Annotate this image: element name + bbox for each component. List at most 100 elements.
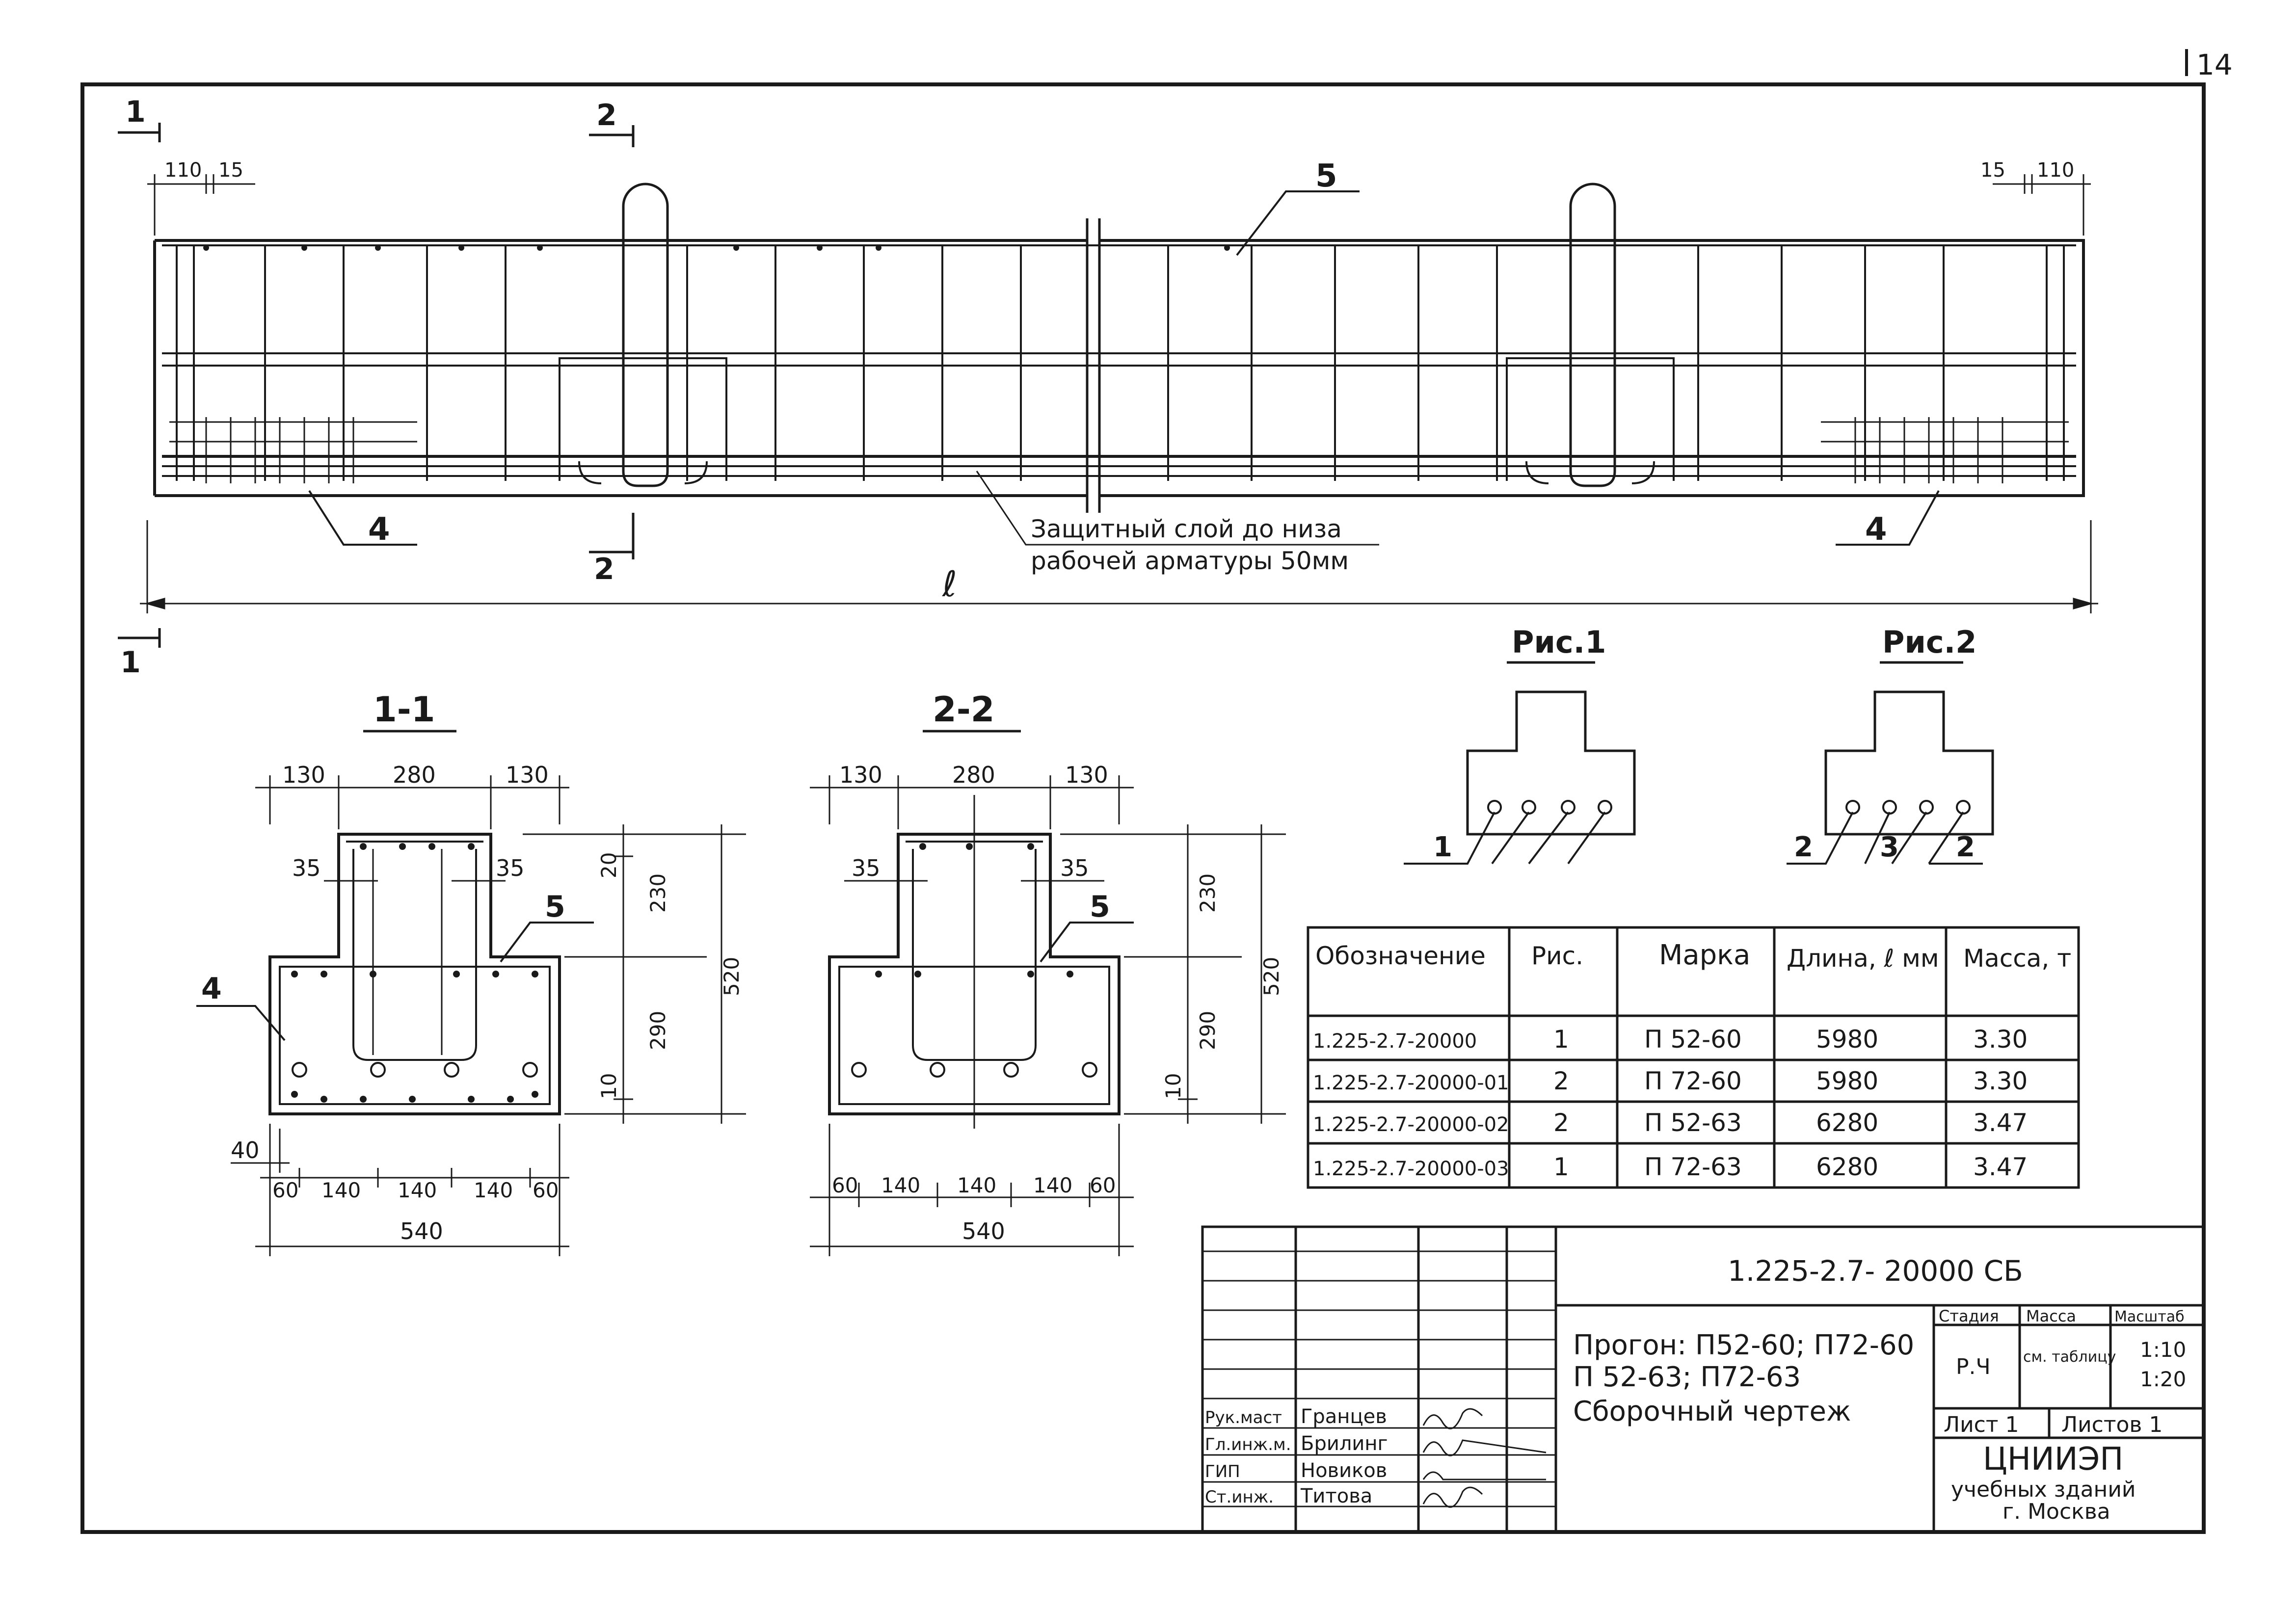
section-mark-1-bottom: 1 (120, 645, 141, 680)
scale-header: Масштаб (2114, 1308, 2185, 1325)
document-code: 1.225-2.7- 20000 СБ (1728, 1254, 2023, 1288)
signer-role: Ст.инж. (1205, 1487, 1274, 1507)
section-mark-2-bottom: 2 (594, 552, 614, 586)
elevation-callout-4-left: 4 (368, 511, 390, 548)
cell-length: 6280 (1816, 1153, 1878, 1181)
section-2-2: 2-2 130 280 130 35 35 230 290 10 (810, 689, 1286, 1256)
s2-total-width: 540 (962, 1218, 1005, 1244)
scale-value-2: 1:20 (2140, 1367, 2186, 1391)
cell-figure: 2 (1553, 1067, 1569, 1095)
s1-dim-40: 40 (231, 1137, 260, 1163)
header-designation: Обозначение (1315, 942, 1486, 970)
length-label: ℓ (941, 563, 957, 605)
cell-mark: П 52-60 (1644, 1025, 1742, 1054)
cover-note-line2: рабочей арматуры 50мм (1031, 547, 1349, 575)
mass-header: Масса (2026, 1307, 2076, 1325)
cell-figure: 1 (1553, 1153, 1569, 1181)
cell-mass: 3.47 (1973, 1153, 2028, 1181)
cell-mass: 3.47 (1973, 1109, 2028, 1137)
fig2-callout-3: 3 (1880, 831, 1899, 863)
stage-value: Р.Ч (1956, 1354, 1991, 1379)
dim-left-15: 15 (218, 159, 243, 182)
stage-header: Стадия (1939, 1307, 1999, 1325)
s1-bottom-dim-60-right: 60 (533, 1178, 559, 1202)
s2-dim-520: 520 (1259, 957, 1283, 996)
fig2-callout-2-right: 2 (1956, 831, 1975, 863)
s1-dim-10: 10 (597, 1073, 621, 1099)
organization-line2: учебных зданий (1951, 1477, 2136, 1502)
cell-length: 5980 (1816, 1067, 1878, 1095)
fig1-callout-1: 1 (1433, 831, 1452, 863)
elevation-callout-5: 5 (1315, 158, 1337, 194)
fig2-title: Рис.2 (1882, 624, 1976, 660)
s2-bottom-dim-60-left: 60 (832, 1173, 858, 1197)
s1-dim-230: 230 (646, 873, 670, 913)
cell-designation: 1.225-2.7-20000-01 (1313, 1072, 1509, 1094)
product-name-line3: Сборочный чертеж (1573, 1396, 1851, 1427)
mass-value: см. таблицу (2023, 1348, 2116, 1366)
beam-elevation: 1 1 2 2 110 15 15 110 5 4 4 Защитный сло… (118, 95, 2098, 680)
dim-left-110: 110 (164, 159, 202, 182)
cell-designation: 1.225-2.7-20000-02 (1313, 1113, 1509, 1136)
s1-bottom-dim-140-a: 140 (321, 1178, 361, 1202)
cell-length: 6280 (1816, 1109, 1878, 1137)
s1-total-width: 540 (400, 1218, 443, 1244)
s1-bottom-dim-140-c: 140 (474, 1178, 513, 1202)
section-mark-2-top: 2 (596, 98, 617, 132)
section-1-title: 1-1 (373, 689, 435, 730)
cell-mass: 3.30 (1973, 1067, 2028, 1095)
s1-top-dim-130-right: 130 (506, 762, 549, 788)
signer-role: ГИП (1205, 1462, 1240, 1481)
product-name-line1: Прогон: П52-60; П72-60 (1573, 1329, 1914, 1361)
signer-name: Титова (1300, 1485, 1372, 1507)
header-length: Длина, ℓ мм (1787, 944, 1939, 973)
s2-dim-35-left: 35 (852, 855, 881, 881)
signer-name: Гранцев (1301, 1405, 1387, 1428)
cell-figure: 1 (1553, 1025, 1569, 1054)
cover-note-line1: Защитный слой до низа (1031, 515, 1342, 543)
s1-dim-290: 290 (646, 1011, 670, 1050)
header-mark: Марка (1659, 939, 1750, 971)
header-mass: Масса, т (1963, 944, 2071, 973)
cell-length: 5980 (1816, 1025, 1878, 1054)
product-name-line2: П 52-63; П72-63 (1573, 1361, 1801, 1393)
s2-top-dim-280: 280 (952, 762, 995, 788)
organization-name: ЦНИИЭП (1983, 1441, 2123, 1478)
s2-top-dim-130-right: 130 (1065, 762, 1108, 788)
s1-dim-20: 20 (597, 852, 621, 878)
cell-mark: П 72-63 (1644, 1153, 1742, 1181)
s1-dim-520: 520 (720, 957, 744, 996)
spec-table: Обозначение Рис. Марка Длина, ℓ мм Масса… (1307, 926, 2080, 1189)
header-figure: Рис. (1531, 942, 1583, 970)
signer-role: Рук.маст (1205, 1408, 1282, 1427)
cell-mark: П 52-63 (1644, 1109, 1742, 1137)
section-1-1: 1-1 130 280 130 35 35 20 (196, 689, 746, 1256)
s1-bottom-dim-60-left: 60 (272, 1178, 298, 1202)
elevation-callout-4-right: 4 (1865, 511, 1887, 548)
s2-dim-230: 230 (1196, 873, 1220, 913)
s2-bottom-dim-140-a: 140 (881, 1173, 920, 1197)
sheet-number: 14 (2196, 48, 2233, 81)
sheet-index: Лист 1 (1944, 1412, 2019, 1437)
sheets-total: Листов 1 (2061, 1412, 2163, 1437)
s2-top-dim-130-left: 130 (839, 762, 882, 788)
s2-bottom-dim-140-b: 140 (957, 1173, 996, 1197)
section-2-title: 2-2 (933, 689, 994, 730)
s1-dim-35-right: 35 (496, 855, 525, 881)
fig1-title: Рис.1 (1512, 624, 1606, 660)
sheet-frame: 14 (80, 48, 2233, 1534)
s2-callout-5: 5 (1090, 890, 1110, 924)
table-row: 1.225-2.7-20000-01 2 П 72-60 5980 3.30 (1313, 1067, 2028, 1095)
s2-bottom-dim-60-right: 60 (1090, 1173, 1116, 1197)
cell-designation: 1.225-2.7-20000 (1313, 1030, 1477, 1053)
cell-mark: П 72-60 (1644, 1067, 1742, 1095)
signer-name: Новиков (1301, 1459, 1387, 1482)
signer-role: Гл.инж.м. (1205, 1435, 1291, 1454)
s2-dim-35-right: 35 (1060, 855, 1089, 881)
s1-top-dim-130-left: 130 (282, 762, 325, 788)
